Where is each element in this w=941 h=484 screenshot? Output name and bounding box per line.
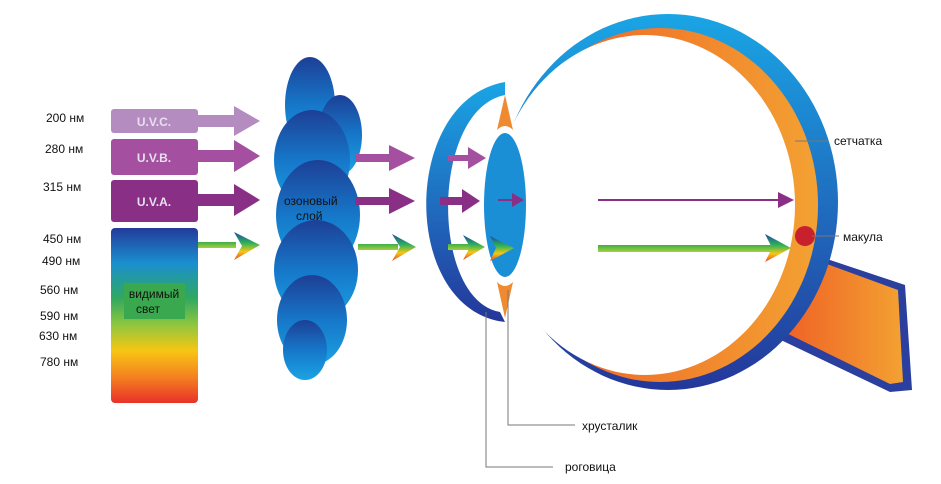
- uvb-arrow: [198, 140, 260, 172]
- uvc-label: U.V.C.: [137, 115, 171, 129]
- wavelength-label: 490 нм: [42, 254, 80, 268]
- visible-arrow-head: [234, 232, 260, 260]
- wavelength-label: 780 нм: [40, 355, 78, 369]
- vitreous: [495, 35, 795, 375]
- uvc-arrow: [198, 106, 260, 136]
- wavelength-label: 315 нм: [43, 180, 81, 194]
- uva-label: U.V.A.: [137, 195, 171, 209]
- visible-arrow-eye-shaft: [358, 244, 398, 250]
- macula-dot: [795, 226, 815, 246]
- cornea-label: роговица: [565, 460, 616, 474]
- eye: [426, 14, 912, 392]
- uvb-label: U.V.B.: [137, 151, 171, 165]
- uva-arrow: [198, 184, 260, 216]
- uvb-arrow-eye: [355, 145, 415, 171]
- wavelength-label: 450 нм: [43, 232, 81, 246]
- wavelength-label: 590 нм: [40, 309, 78, 323]
- lens-label: хрусталик: [582, 419, 638, 433]
- uvc-band: [111, 109, 198, 133]
- wavelength-label: 560 нм: [40, 283, 78, 297]
- uvb-band: [111, 139, 198, 175]
- visible-light-line1: видимый: [129, 287, 179, 301]
- iris-bottom: [497, 282, 513, 318]
- leader-lines: [485, 140, 839, 468]
- visible-arrow-eye-head: [392, 234, 416, 261]
- uvb-arrow-cornea: [448, 147, 486, 169]
- visible-light-line2: свет: [136, 302, 161, 316]
- visible-label-bg: [124, 283, 185, 319]
- visible-ray-head: [765, 234, 791, 262]
- iris-top: [497, 95, 513, 130]
- uva-arrow-lens: [498, 193, 524, 207]
- uva-arrow-cornea: [440, 189, 480, 213]
- visible-ray-shaft: [598, 245, 773, 252]
- cornea: [426, 82, 505, 322]
- ozone-label-line1: озоновый: [284, 194, 338, 208]
- visible-arrow-cornea-shaft: [448, 244, 470, 250]
- retina-label: сетчатка: [834, 134, 882, 148]
- visible-arrow-lens-head: [490, 236, 514, 261]
- wavelength-label: 280 нм: [45, 142, 83, 156]
- uva-band: [111, 180, 198, 222]
- uva-arrow-eye: [355, 188, 415, 214]
- ozone-layer-cloud: [274, 57, 362, 380]
- lens: [484, 133, 526, 277]
- visible-arrow-cornea-head: [463, 235, 485, 260]
- ozone-label-line2: слой: [296, 209, 323, 223]
- wavelength-label: 200 нм: [46, 111, 84, 125]
- wavelength-label: 630 нм: [39, 329, 77, 343]
- macula-label: макула: [843, 230, 883, 244]
- visible-arrow-shaft: [198, 242, 236, 248]
